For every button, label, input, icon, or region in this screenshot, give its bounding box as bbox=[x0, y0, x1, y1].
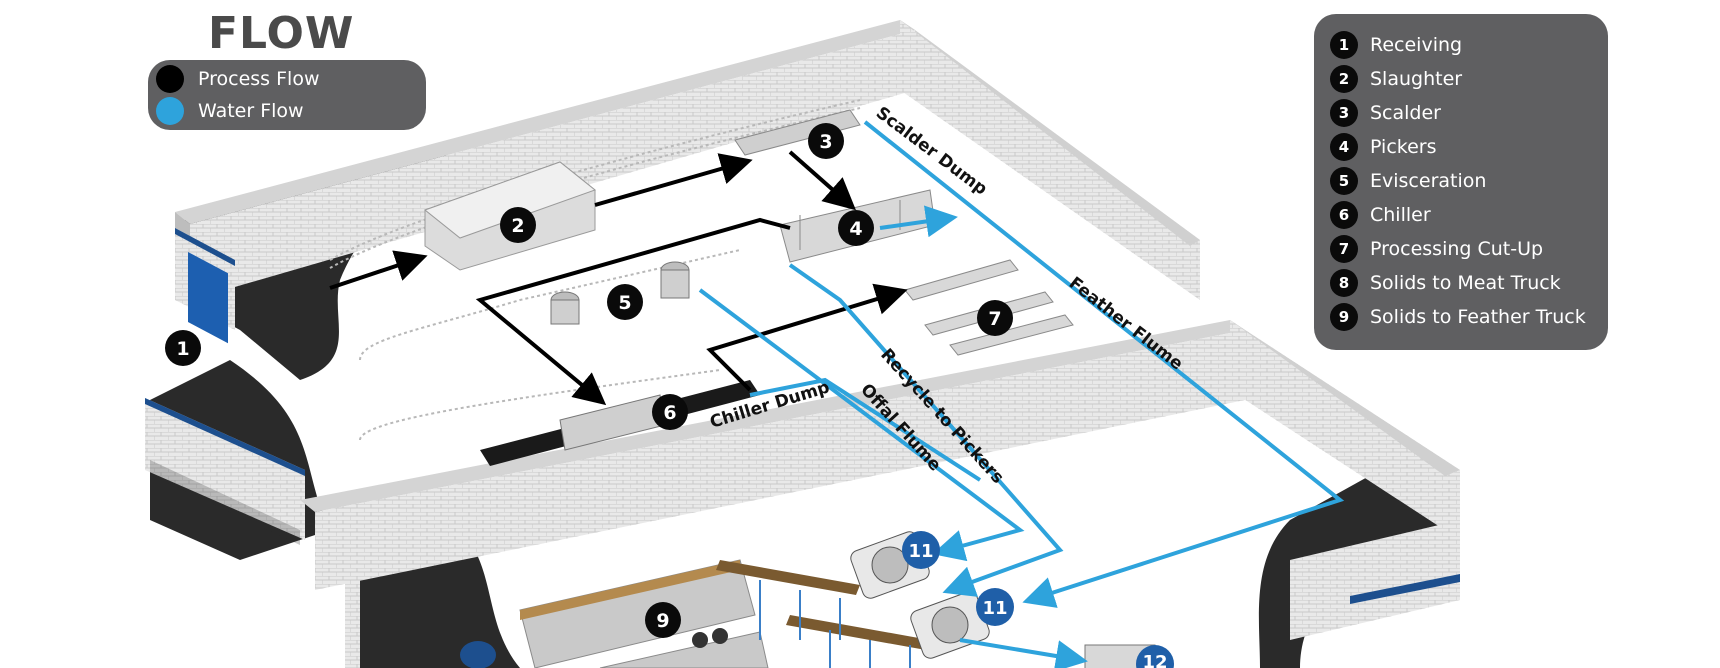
marker-screen-a: 11 bbox=[902, 531, 940, 569]
marker-chiller: 6 bbox=[652, 394, 688, 430]
step-item: 4 Pickers bbox=[1330, 132, 1437, 162]
marker-cutup: 7 bbox=[977, 300, 1013, 336]
process-flow-lines bbox=[329, 150, 908, 406]
legend-item-process: Process Flow bbox=[156, 64, 320, 94]
svg-text:4: 4 bbox=[849, 218, 862, 240]
step-number: 4 bbox=[1330, 133, 1358, 161]
svg-text:5: 5 bbox=[618, 292, 631, 314]
marker-screen-b: 11 bbox=[976, 588, 1014, 626]
marker-scalder: 3 bbox=[808, 123, 844, 159]
legend-title: FLOW bbox=[208, 8, 355, 59]
svg-text:6: 6 bbox=[663, 402, 676, 424]
step-label: Solids to Feather Truck bbox=[1370, 306, 1586, 328]
marker-pickers: 4 bbox=[838, 210, 874, 246]
legend-label-water: Water Flow bbox=[198, 100, 304, 122]
step-item: 2 Slaughter bbox=[1330, 64, 1462, 94]
step-item: 8 Solids to Meat Truck bbox=[1330, 268, 1561, 298]
legend-label-process: Process Flow bbox=[198, 68, 320, 90]
step-label: Receiving bbox=[1370, 34, 1463, 56]
marker-tank: 12 bbox=[1136, 645, 1174, 668]
step-number: 8 bbox=[1330, 269, 1358, 297]
step-label: Pickers bbox=[1370, 136, 1437, 158]
flow-legend: Process Flow Water Flow bbox=[148, 60, 426, 130]
scalder-machine bbox=[734, 109, 861, 156]
water-flow-lines bbox=[698, 120, 1345, 668]
svg-text:3: 3 bbox=[819, 131, 832, 153]
svg-text:9: 9 bbox=[656, 610, 669, 632]
marker-receiving: 1 bbox=[165, 330, 201, 366]
svg-text:7: 7 bbox=[988, 308, 1001, 330]
step-label: Solids to Meat Truck bbox=[1370, 272, 1561, 294]
svg-text:11: 11 bbox=[982, 598, 1007, 619]
process-flow-swatch bbox=[156, 65, 184, 93]
marker-evisceration: 5 bbox=[607, 284, 643, 320]
step-label: Scalder bbox=[1370, 102, 1441, 124]
step-label: Evisceration bbox=[1370, 170, 1487, 192]
step-number: 1 bbox=[1330, 31, 1358, 59]
svg-text:11: 11 bbox=[908, 541, 933, 562]
conveyors bbox=[716, 560, 930, 668]
step-number: 5 bbox=[1330, 167, 1358, 195]
step-number: 2 bbox=[1330, 65, 1358, 93]
legend-item-water: Water Flow bbox=[156, 96, 304, 126]
step-number: 7 bbox=[1330, 235, 1358, 263]
building-walls bbox=[145, 20, 1460, 668]
marker-feather-truck: 9 bbox=[645, 602, 681, 638]
overhead-conveyor bbox=[329, 99, 861, 441]
step-item: 5 Evisceration bbox=[1330, 166, 1486, 196]
svg-text:12: 12 bbox=[1142, 652, 1167, 668]
step-item: 9 Solids to Feather Truck bbox=[1330, 302, 1586, 332]
step-item: 3 Scalder bbox=[1330, 98, 1441, 128]
feather-truck bbox=[460, 559, 769, 668]
svg-text:1: 1 bbox=[176, 338, 189, 360]
step-label: Processing Cut-Up bbox=[1370, 238, 1544, 260]
step-item: 7 Processing Cut-Up bbox=[1330, 234, 1543, 264]
step-number: 3 bbox=[1330, 99, 1358, 127]
steps-key: 1 Receiving 2 Slaughter 3 Scalder 4 Pick… bbox=[1314, 14, 1608, 350]
marker-slaughter: 2 bbox=[500, 207, 536, 243]
step-number: 9 bbox=[1330, 303, 1358, 331]
step-markers: 1 2 3 4 5 6 7 bbox=[165, 123, 1174, 668]
screens bbox=[850, 531, 1156, 668]
step-number: 6 bbox=[1330, 201, 1358, 229]
step-item: 6 Chiller bbox=[1330, 200, 1431, 230]
svg-text:2: 2 bbox=[511, 215, 524, 237]
step-label: Slaughter bbox=[1370, 68, 1463, 90]
step-label: Chiller bbox=[1370, 204, 1431, 226]
evisceration-tanks bbox=[550, 261, 690, 325]
water-flow-swatch bbox=[156, 97, 184, 125]
step-item: 1 Receiving bbox=[1330, 30, 1462, 60]
